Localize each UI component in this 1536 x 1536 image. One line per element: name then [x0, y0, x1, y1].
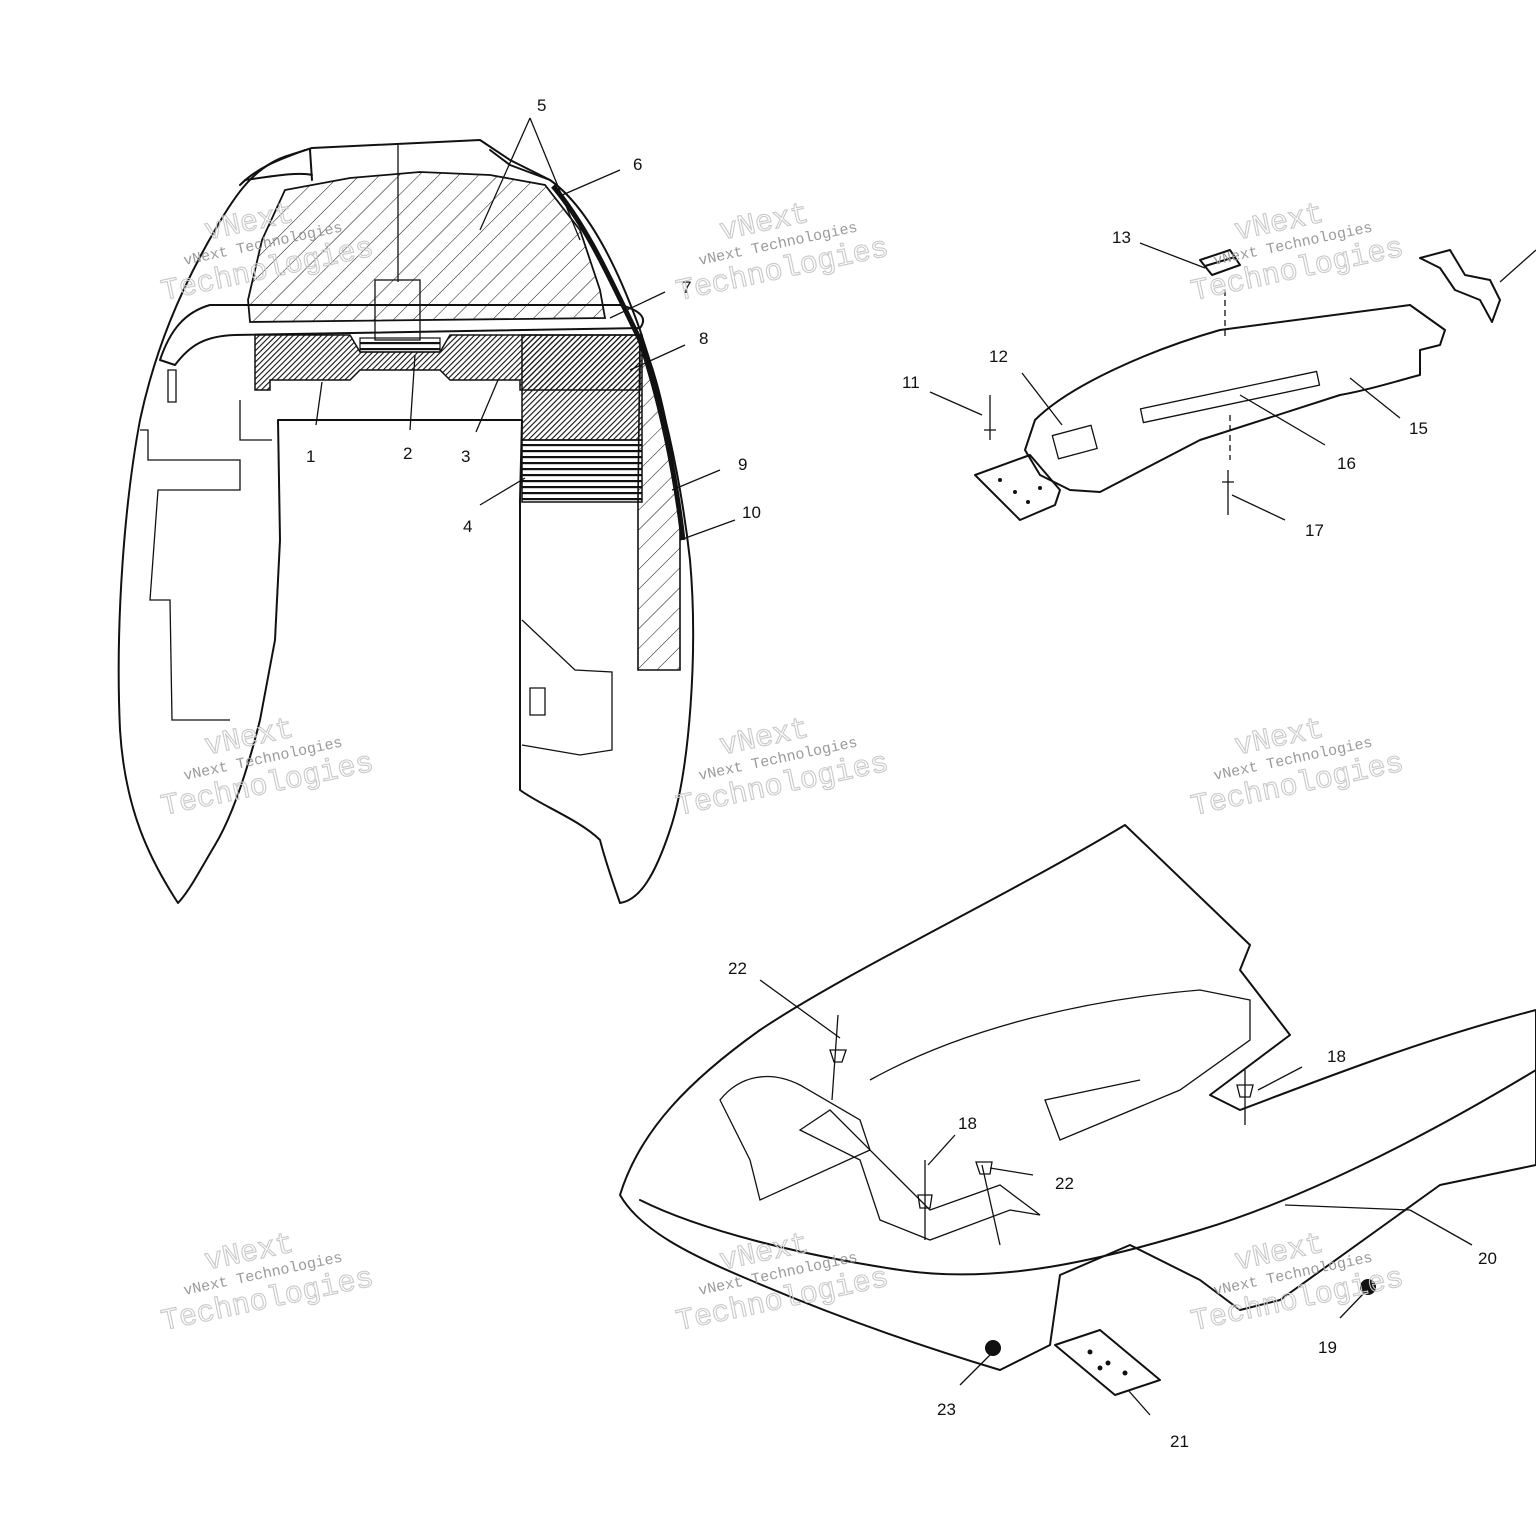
watermark: vNext vNext Technologies Technologies	[1188, 197, 1407, 310]
callout-20: 20	[1478, 1249, 1497, 1268]
callout-10: 10	[742, 503, 761, 522]
callout-18a: 18	[1327, 1047, 1346, 1066]
liner-center-insert	[359, 337, 441, 353]
callout-11: 11	[902, 373, 920, 392]
callout-2: 2	[403, 444, 412, 463]
side-insulation-upper	[521, 334, 643, 441]
console-assembly	[974, 249, 1501, 521]
hood-assembly	[117, 139, 695, 904]
callout-17: 17	[1305, 521, 1324, 540]
callout-22a: 22	[728, 959, 747, 978]
console-decal-strip	[1139, 370, 1321, 424]
nose-pan-rim	[639, 1069, 1536, 1276]
retaining-hook	[1419, 249, 1501, 323]
hood-left-detail	[140, 369, 272, 721]
callout-8: 8	[699, 329, 708, 348]
nose-pan-inner	[719, 989, 1251, 1201]
callout-23: 23	[937, 1400, 956, 1419]
watermark: vNext vNext Technologies Technologies	[673, 197, 892, 310]
rivet-fastener	[984, 395, 996, 440]
watermark: vNext vNext Technologies Technologies	[158, 712, 377, 825]
callout-16: 16	[1337, 454, 1356, 473]
push-rivet	[975, 1161, 1001, 1246]
callout-5: 5	[537, 96, 546, 115]
callout-21: 21	[1170, 1432, 1189, 1451]
push-rivet	[829, 1014, 847, 1101]
callout-18b: 18	[958, 1114, 977, 1133]
console-body	[1024, 304, 1446, 493]
hood-edge-trim	[551, 184, 686, 541]
callout-19: 19	[1318, 1338, 1337, 1357]
push-rivet	[917, 1160, 933, 1240]
callout-12: 12	[989, 347, 1008, 366]
push-rivet	[1236, 1070, 1254, 1125]
callout-6: 6	[633, 155, 642, 174]
watermark: vNext vNext Technologies Technologies	[1188, 1227, 1407, 1340]
callout-22b: 22	[1055, 1174, 1074, 1193]
rivet-fastener	[1222, 470, 1234, 515]
console-hinge-plate	[974, 454, 1061, 521]
watermark: vNext vNext Technologies Technologies	[1188, 712, 1407, 825]
trim-rail	[159, 304, 645, 366]
callout-3: 3	[461, 447, 470, 466]
callout-13: 13	[1112, 228, 1131, 247]
callout-4: 4	[463, 517, 472, 536]
callout-15: 15	[1409, 419, 1428, 438]
windshield-panel	[247, 171, 607, 323]
grommet	[1360, 1279, 1376, 1295]
hood-right-detail	[521, 619, 613, 756]
callout-9: 9	[738, 455, 747, 474]
callout-labels: 1 2 3 4 5 6 7 8 9 10 11 12 13 15 16 17 1…	[306, 96, 1497, 1451]
watermark: vNext vNext Technologies Technologies	[673, 712, 892, 825]
grommet	[985, 1340, 1001, 1356]
console-label	[1051, 424, 1098, 460]
console-clip	[1199, 249, 1241, 276]
side-panel-hatched	[637, 334, 681, 671]
nose-pan-assembly	[619, 824, 1536, 1396]
hood-top-crest	[239, 149, 551, 186]
nose-pan-outer	[619, 824, 1536, 1371]
side-insulation-lower	[521, 439, 643, 503]
leader-lines	[315, 117, 1536, 1416]
skid-plate	[1054, 1329, 1161, 1396]
watermark: vNext vNext Technologies Technologies	[673, 1227, 892, 1340]
watermark: vNext vNext Technologies Technologies	[158, 1227, 377, 1340]
nose-pan-bracket	[798, 1109, 1041, 1241]
callout-7: 7	[682, 278, 691, 297]
callout-1: 1	[306, 447, 315, 466]
